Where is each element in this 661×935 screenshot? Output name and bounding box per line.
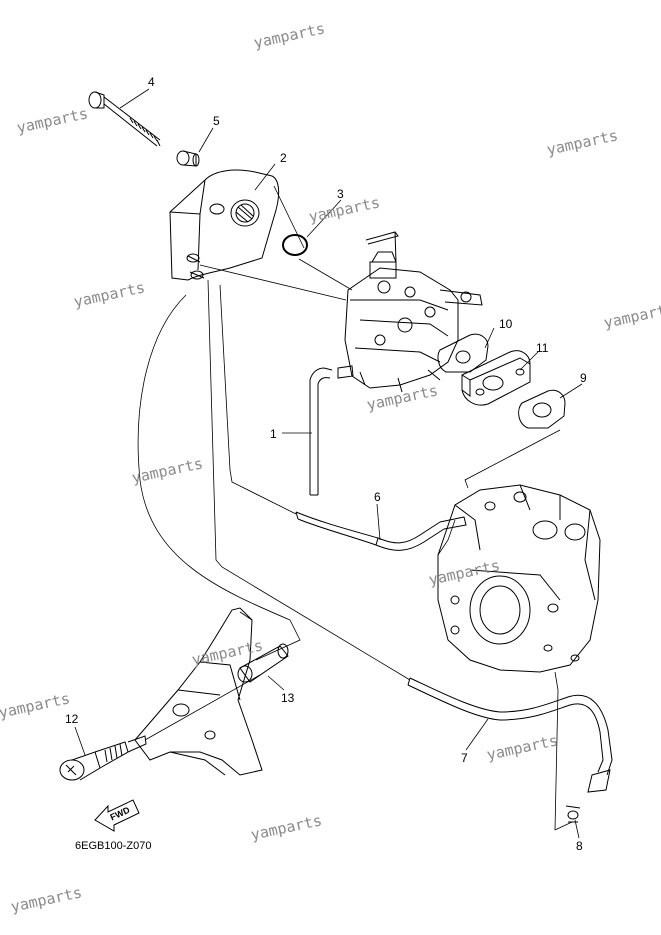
watermark-text: yamparts (9, 883, 83, 916)
callout-10: 10 (499, 317, 513, 331)
callout-3: 3 (337, 187, 344, 201)
watermark-text: yamparts (15, 104, 89, 137)
callout-2: 2 (280, 151, 287, 165)
callout-7: 7 (461, 751, 468, 765)
callout-13: 13 (281, 691, 295, 705)
spacer-part-11 (461, 350, 531, 406)
callouts: 1 2 3 4 5 6 7 8 9 10 11 12 13 (65, 75, 587, 853)
routing-lines (137, 185, 573, 831)
collar-part-5 (176, 150, 200, 167)
clip-part-8 (565, 805, 581, 823)
hose-part-7 (407, 677, 613, 793)
watermark-text: yamparts (249, 811, 323, 844)
callout-11: 11 (536, 341, 549, 355)
watermark-text: yamparts (545, 126, 619, 159)
bushing-part-13 (237, 643, 289, 683)
watermark-text: yamparts (72, 278, 146, 311)
bolt-part-4 (88, 91, 161, 147)
hose-part-6 (295, 511, 467, 551)
diagram-code: 6EGB100-Z070 (75, 840, 151, 852)
callout-8: 8 (576, 839, 583, 853)
watermarks: yamparts yamparts yamparts yamparts yamp… (0, 19, 661, 916)
callout-4: 4 (148, 75, 155, 89)
watermark-text: yamparts (602, 299, 661, 332)
mount-bracket (134, 607, 263, 776)
watermark-text: yamparts (130, 454, 204, 487)
choke-knob-part-12 (59, 735, 147, 781)
carburetor (337, 231, 483, 393)
callout-5: 5 (213, 114, 220, 128)
callout-6: 6 (374, 490, 381, 504)
gasket-part-9 (518, 389, 566, 429)
watermark-text: yamparts (252, 19, 326, 52)
watermark-text: yamparts (307, 193, 381, 226)
watermark-text: yamparts (190, 636, 264, 669)
cylinder-block (437, 484, 601, 673)
watermark-text: yamparts (485, 731, 559, 764)
callout-9: 9 (580, 371, 587, 385)
callout-12: 12 (65, 712, 79, 726)
fwd-label: FWD (109, 805, 132, 823)
leader-lines (74, 88, 583, 839)
o-ring-part-3 (282, 234, 308, 256)
hose-part-1 (309, 367, 333, 496)
silencer-part-2 (169, 169, 280, 281)
watermark-text: yamparts (0, 689, 72, 722)
callout-1: 1 (270, 427, 277, 441)
watermark-text: yamparts (365, 381, 439, 414)
gasket-part-10 (437, 333, 489, 373)
fwd-arrow-icon (94, 799, 140, 832)
